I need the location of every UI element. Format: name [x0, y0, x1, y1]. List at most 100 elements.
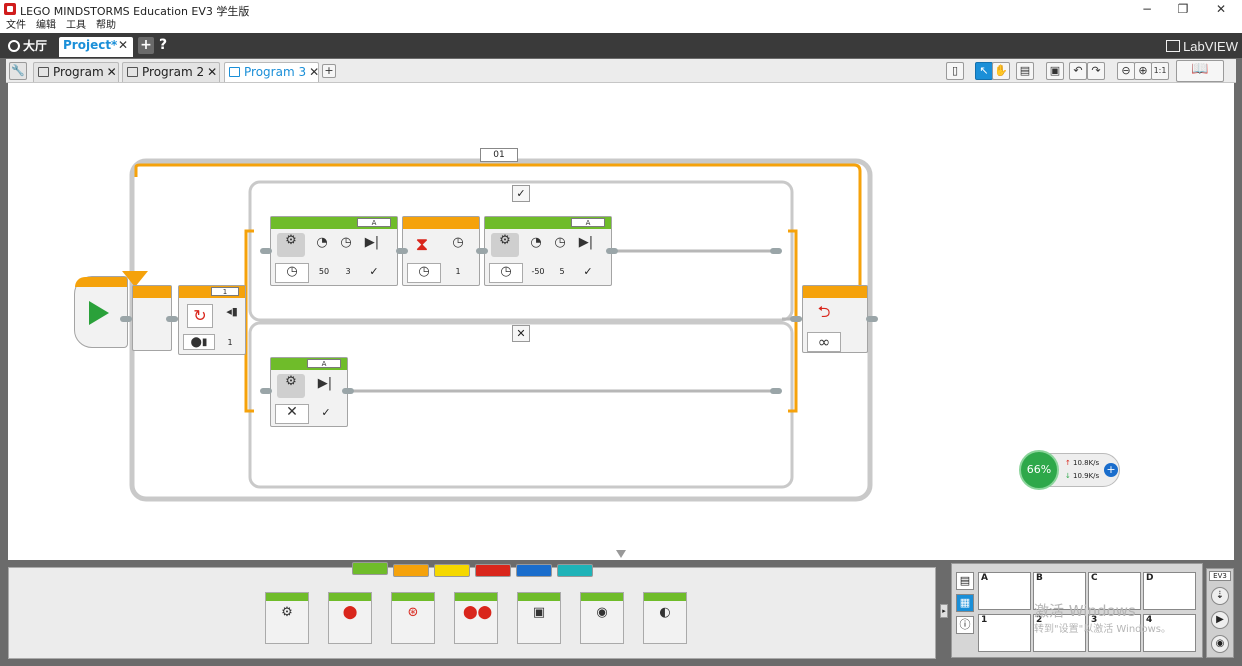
- switch-block[interactable]: 1 ↻ ◂▮ ⬤▮ 1: [178, 285, 246, 355]
- sound-icon: ◉: [596, 605, 608, 620]
- loop-mode-unlimited[interactable]: ∞: [807, 332, 841, 352]
- brake-value[interactable]: ✓: [583, 265, 593, 278]
- large-motor-icon: ⚙: [277, 233, 305, 257]
- brake-value[interactable]: ✓: [369, 265, 379, 278]
- menu-file[interactable]: 文件: [6, 20, 26, 31]
- palette-tab-sensor[interactable]: [434, 564, 470, 577]
- menu-help[interactable]: 帮助: [96, 20, 116, 31]
- zoom-reset-button[interactable]: 1:1: [1151, 62, 1169, 80]
- tab-program-3[interactable]: Program 3✕: [224, 62, 319, 82]
- run-selected-icon[interactable]: ◉: [1211, 635, 1229, 653]
- motor-port[interactable]: A: [307, 359, 341, 368]
- large-motor-block-off[interactable]: A ⚙ ▶| ✕ ✓: [270, 357, 348, 427]
- wait-block[interactable]: ⧗ ◷ ◷ 1: [402, 216, 480, 286]
- wait-seconds-value[interactable]: 1: [455, 267, 461, 276]
- palette-move-steering-block[interactable]: ⊛: [391, 592, 435, 644]
- connector: [342, 388, 354, 394]
- motor-port[interactable]: A: [571, 218, 605, 227]
- palette-tab-advanced[interactable]: [516, 564, 552, 577]
- memory-add-icon[interactable]: +: [1104, 463, 1118, 477]
- project-tab[interactable]: Project* ✕: [59, 37, 133, 57]
- add-project-button[interactable]: +: [138, 37, 154, 54]
- switch-port[interactable]: 1: [211, 287, 239, 296]
- comment-tool-icon[interactable]: ▤: [1016, 62, 1034, 80]
- add-program-button[interactable]: +: [322, 64, 336, 78]
- close-button[interactable]: ✕: [1215, 2, 1227, 16]
- palette-sound-block[interactable]: ◉: [580, 592, 624, 644]
- pan-tool-icon[interactable]: ✋: [992, 62, 1010, 80]
- wait-time-mode-icon[interactable]: ◷: [407, 263, 441, 283]
- port-d[interactable]: D: [1143, 572, 1196, 610]
- port-b[interactable]: B: [1033, 572, 1086, 610]
- zoom-out-icon[interactable]: ⊖: [1117, 62, 1135, 80]
- port-view-icon[interactable]: ▦: [956, 594, 974, 612]
- palette-display-block[interactable]: ▣: [517, 592, 561, 644]
- memory-widget[interactable]: 66% 10.8K/s 10.9K/s ↑ ↓ +: [1019, 450, 1120, 490]
- brake-value[interactable]: ✓: [321, 406, 331, 419]
- loop-name-label[interactable]: 01: [480, 148, 518, 162]
- seconds-value[interactable]: 3: [345, 267, 351, 276]
- loop-start-block[interactable]: [132, 285, 172, 351]
- connector: [606, 248, 618, 254]
- mode-on-for-seconds-icon[interactable]: ◷: [275, 263, 309, 283]
- port-3[interactable]: 3: [1088, 614, 1141, 652]
- palette-move-tank-block[interactable]: ⬤⬤: [454, 592, 498, 644]
- lobby-book-icon[interactable]: 📖: [1176, 60, 1224, 82]
- tab-program-2-label: Program 2: [142, 65, 205, 79]
- help-button[interactable]: ?: [158, 37, 168, 53]
- port-a[interactable]: A: [978, 572, 1031, 610]
- project-close-icon[interactable]: ✕: [117, 38, 128, 52]
- seconds-value[interactable]: 5: [559, 267, 565, 276]
- palette-tab-myblocks[interactable]: [557, 564, 593, 577]
- tab-program-2-close-icon[interactable]: ✕: [207, 65, 218, 79]
- brick-info-icon[interactable]: ▤: [956, 572, 974, 590]
- port-1[interactable]: 1: [978, 614, 1031, 652]
- menu-edit[interactable]: 编辑: [36, 20, 56, 31]
- large-motor-block-1[interactable]: A ⚙ ◔ ◷ ▶| ◷ 50 3 ✓: [270, 216, 398, 286]
- true-case-toggle[interactable]: ✓: [512, 185, 530, 202]
- tab-program-close-icon[interactable]: ✕: [106, 65, 117, 79]
- maximize-button[interactable]: ❐: [1177, 2, 1189, 16]
- large-motor-block-2[interactable]: A ⚙ ◔ ◷ ▶| ◷ -50 5 ✓: [484, 216, 612, 286]
- palette-tab-flow[interactable]: [393, 564, 429, 577]
- port-4[interactable]: 4: [1143, 614, 1196, 652]
- port-2[interactable]: 2: [1033, 614, 1086, 652]
- compare-mode-icon[interactable]: ⬤▮: [183, 334, 215, 350]
- hardware-collapse-icon[interactable]: ▸: [940, 604, 948, 618]
- palette-collapse-icon[interactable]: [616, 550, 626, 558]
- minimize-button[interactable]: −: [1141, 2, 1153, 16]
- false-case-toggle[interactable]: ✕: [512, 325, 530, 342]
- tab-program-3-close-icon[interactable]: ✕: [309, 65, 320, 79]
- project-properties-wrench-icon[interactable]: 🔧: [9, 62, 27, 80]
- loop-end-block[interactable]: ⮌ ∞: [802, 285, 868, 353]
- port-c[interactable]: C: [1088, 572, 1141, 610]
- tab-program[interactable]: Program✕: [33, 62, 119, 82]
- palette-medium-motor-block[interactable]: ⚙: [265, 592, 309, 644]
- available-bricks-icon[interactable]: ⓘ: [956, 616, 974, 634]
- save-icon[interactable]: ▣: [1046, 62, 1064, 80]
- mode-on-for-seconds-icon[interactable]: ◷: [489, 263, 523, 283]
- palette-brick-light-block[interactable]: ◐: [643, 592, 687, 644]
- undo-icon[interactable]: ↶: [1069, 62, 1087, 80]
- tab-program-2[interactable]: Program 2✕: [122, 62, 220, 82]
- power-value[interactable]: -50: [531, 267, 545, 276]
- redo-icon[interactable]: ↷: [1087, 62, 1105, 80]
- power-value[interactable]: 50: [318, 267, 330, 276]
- mode-off-icon[interactable]: ✕: [275, 404, 309, 424]
- select-tool-icon[interactable]: ↖: [975, 62, 993, 80]
- program-icon: [229, 67, 240, 77]
- palette-tab-data[interactable]: [475, 564, 511, 577]
- download-and-run-icon[interactable]: ▶: [1211, 611, 1229, 629]
- switch-value[interactable]: 1: [227, 338, 233, 347]
- palette-tab-action[interactable]: [352, 562, 388, 575]
- menu-tools[interactable]: 工具: [66, 20, 86, 31]
- palette-large-motor-block[interactable]: ⬤: [328, 592, 372, 644]
- motor-port[interactable]: A: [357, 218, 391, 227]
- start-block[interactable]: [74, 276, 128, 348]
- lobby-tab[interactable]: 大厅: [8, 37, 47, 55]
- programming-canvas[interactable]: 01 ✓ ✕ 1 ↻ ◂▮ ⬤▮ 1 A ⚙ ◔ ◷ ▶| ◷ 50 3 ✓ ⧗…: [8, 83, 1234, 560]
- connector: [790, 316, 802, 322]
- zoom-in-icon[interactable]: ⊕: [1134, 62, 1152, 80]
- content-editor-icon[interactable]: ▯: [946, 62, 964, 80]
- download-icon[interactable]: ⇣: [1211, 587, 1229, 605]
